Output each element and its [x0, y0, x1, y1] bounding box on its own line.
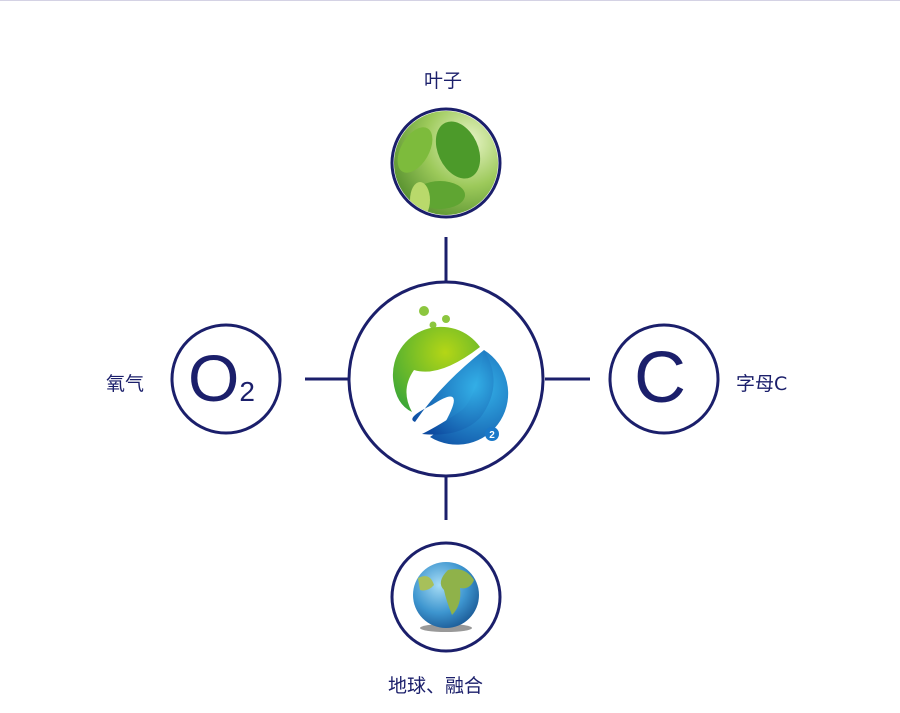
oxygen-symbol: O2: [188, 341, 255, 415]
bottom-node: [390, 541, 502, 653]
top-node: [390, 107, 502, 219]
left-node: [170, 323, 282, 435]
center-node: 2: [347, 280, 545, 478]
earth-globe-icon: [413, 562, 479, 632]
oxygen-subscript: 2: [239, 376, 255, 407]
label-oxygen: 氧气: [106, 373, 145, 395]
label-earth-fusion: 地球、融合: [388, 675, 484, 697]
top-border: [0, 0, 900, 1]
logo-badge: 2: [489, 430, 495, 441]
o2-logo-icon: 2: [392, 306, 509, 445]
label-letter-c: 字母C: [736, 373, 788, 395]
label-leaf: 叶子: [424, 70, 463, 92]
right-node: [608, 323, 720, 435]
connector-lines: [305, 237, 590, 520]
letter-c-symbol: C: [634, 338, 686, 418]
